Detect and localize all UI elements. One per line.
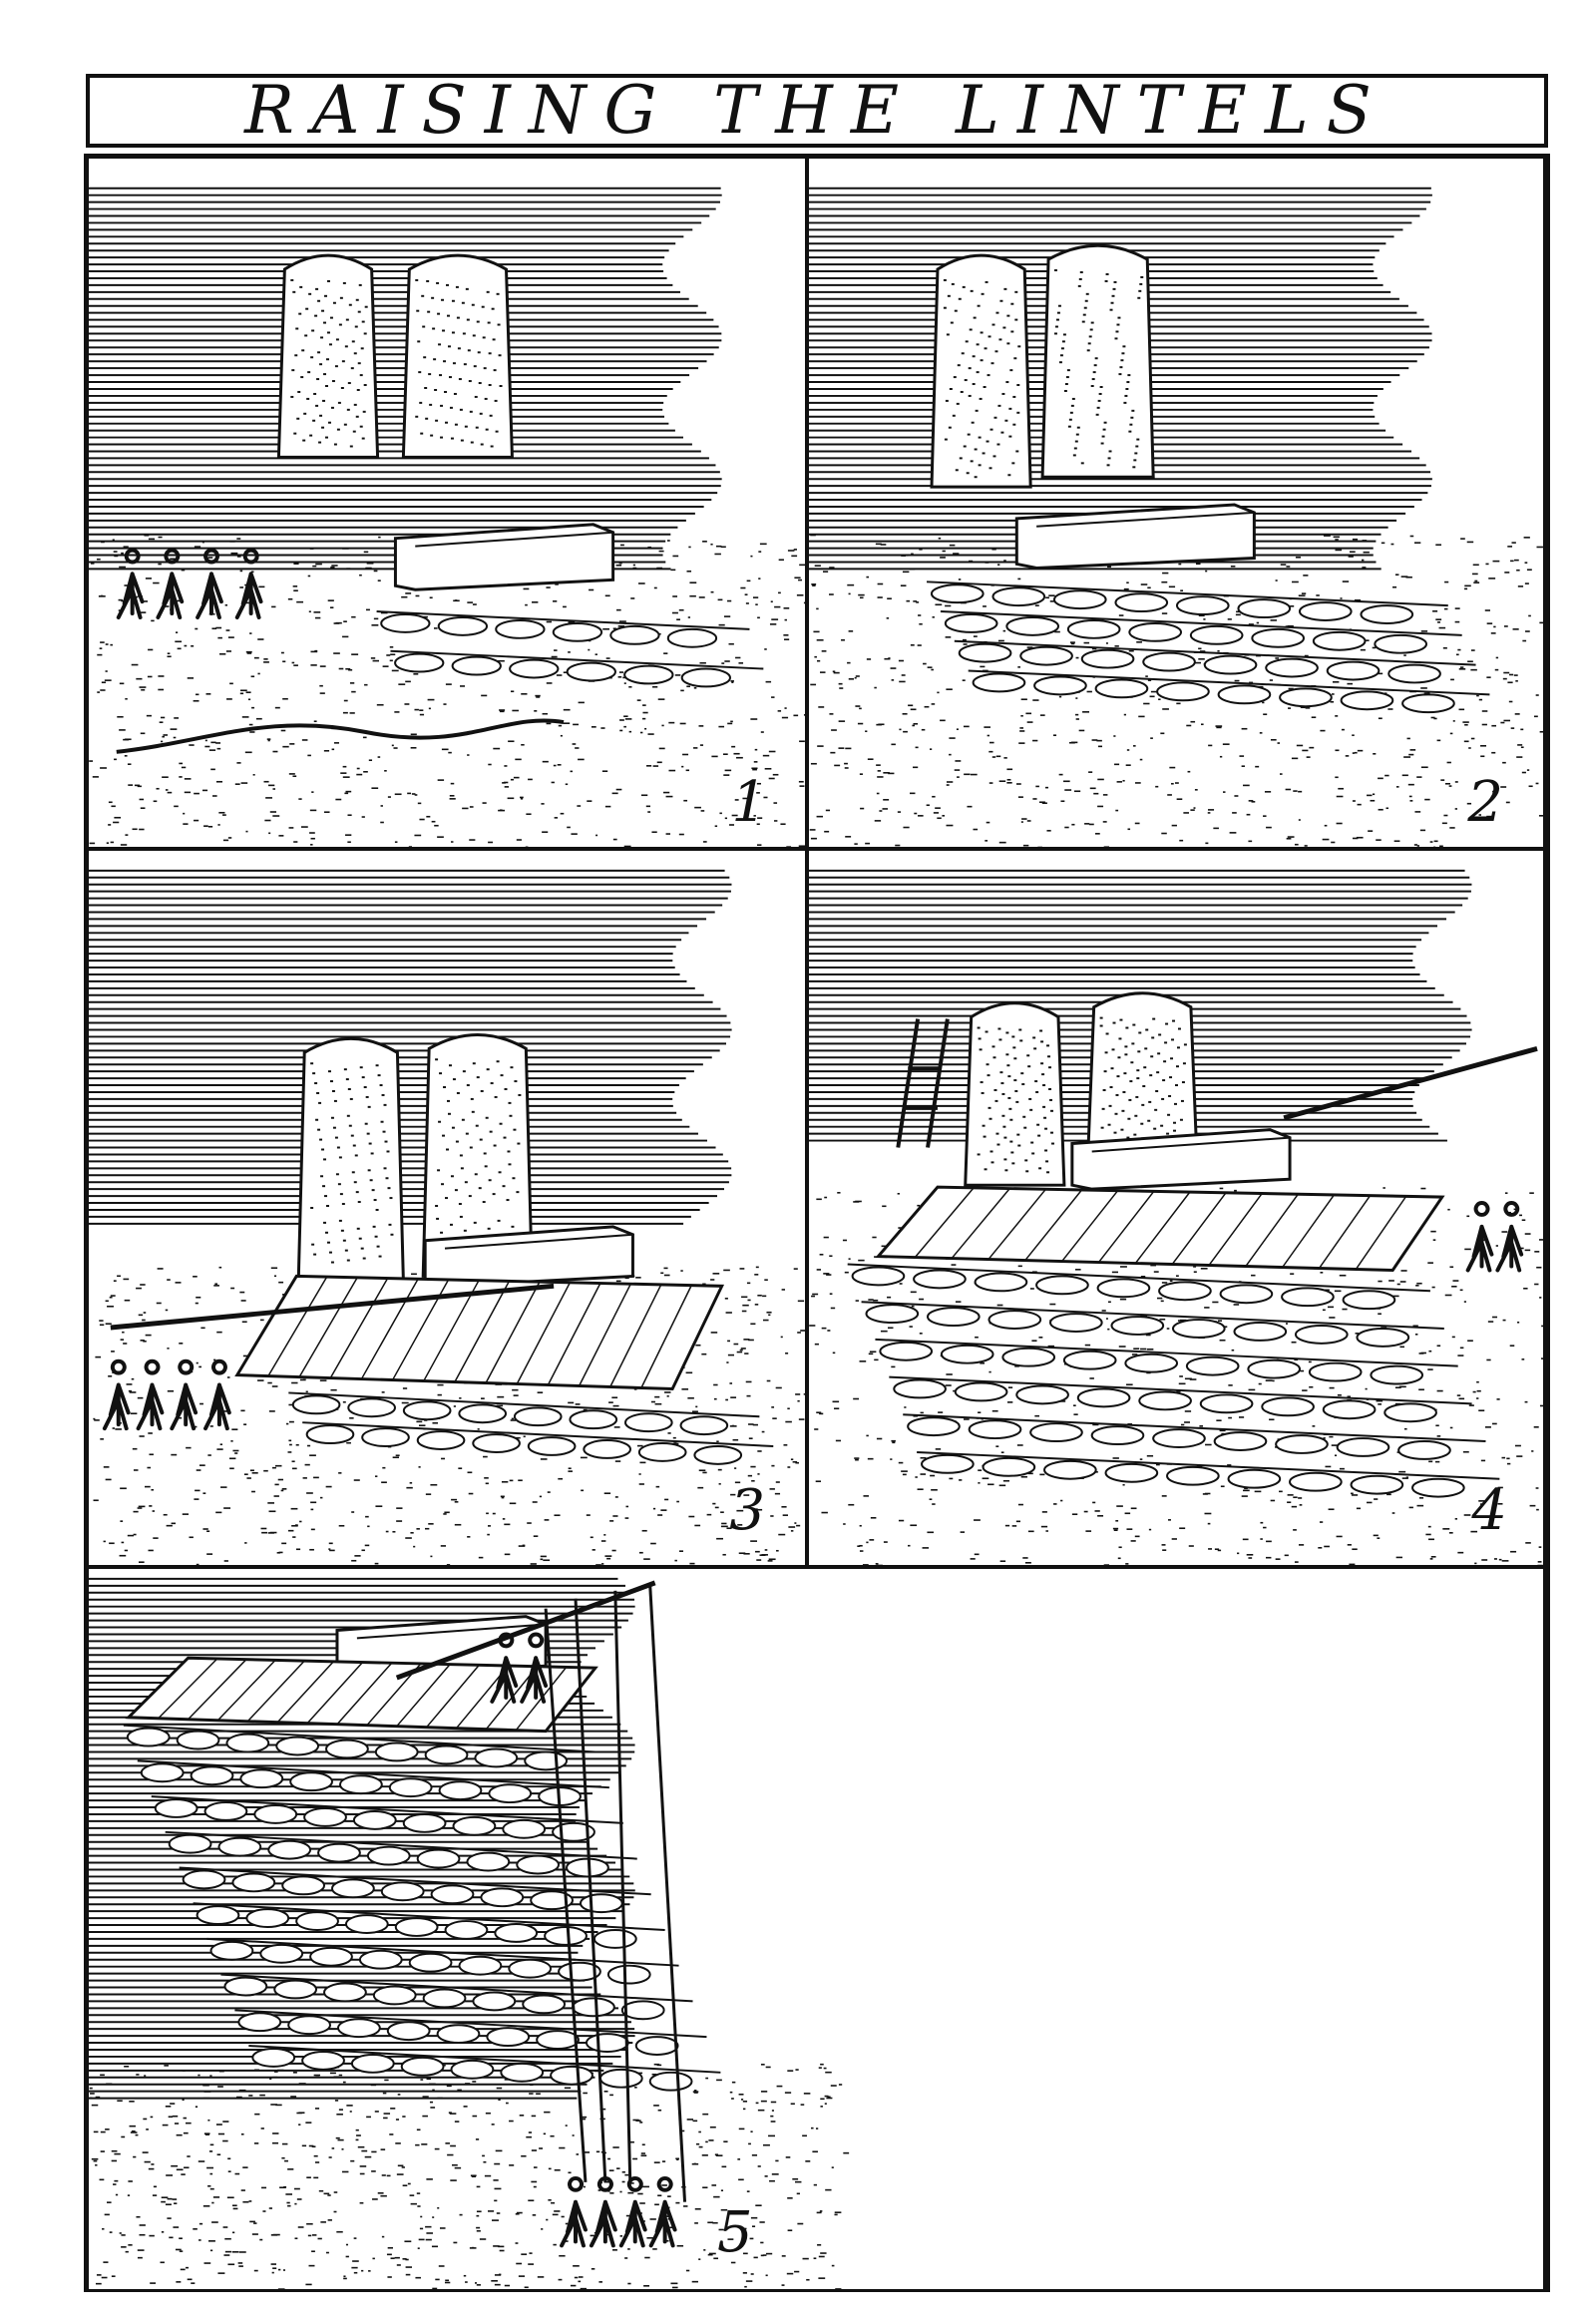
standing-stone-right	[1086, 991, 1199, 1157]
crib-logs	[288, 1391, 774, 1465]
lever-figures	[490, 1632, 549, 1704]
standing-stone-right-texture	[415, 278, 503, 448]
standing-stone-left-texture	[290, 278, 368, 448]
panel-4-drawing	[809, 869, 1543, 1565]
hauling-figures	[116, 548, 263, 619]
timber-platform	[125, 1656, 598, 1734]
panel-1-number: 1	[731, 770, 767, 835]
lever-pole	[1283, 1045, 1538, 1121]
standing-stone-right-texture	[1053, 269, 1144, 469]
timber-platform-planks	[267, 1276, 692, 1388]
panel-3: 3	[86, 848, 808, 1568]
crib-logs	[123, 1724, 721, 2092]
lintel-stone	[393, 523, 615, 591]
lintel-stone-edge	[356, 1623, 547, 1640]
standing-stone-right	[401, 253, 514, 459]
standing-stone-left	[276, 253, 380, 459]
panel-1-drawing	[89, 187, 805, 847]
hanging-figures	[1465, 1201, 1524, 1273]
lintel-stone-edge	[1091, 1136, 1291, 1153]
lintel-stone-edge	[415, 531, 613, 548]
panel-5: 5	[86, 1566, 1546, 2292]
lintel-stone-edge	[444, 1233, 633, 1250]
lintel-stone	[1014, 503, 1256, 570]
standing-stone-right	[421, 1033, 534, 1278]
panel-5-number: 5	[717, 2200, 753, 2265]
page-title: RAISING THE LINTELS	[244, 72, 1389, 149]
crib-logs	[847, 1263, 1500, 1498]
ropes	[544, 1584, 687, 2202]
sky-hatching	[89, 869, 732, 1225]
sky-hatching	[809, 869, 1472, 1142]
panel-4: 4	[806, 848, 1546, 1568]
standing-stone-left	[964, 1001, 1066, 1187]
panel-2: 2	[806, 156, 1546, 850]
panel-2-drawing	[809, 187, 1543, 847]
lever-pole	[395, 1580, 656, 1681]
lever-figures	[102, 1358, 231, 1431]
hanging-figures	[560, 2176, 677, 2248]
ladder	[896, 1018, 950, 1148]
panel-4-number: 4	[1471, 1478, 1507, 1543]
rope	[116, 718, 565, 754]
lintel-stone	[1070, 1128, 1292, 1191]
timber-platform	[875, 1185, 1445, 1272]
lintel-stone-edge	[1036, 511, 1255, 528]
standing-stone-left-texture	[977, 1026, 1054, 1174]
standing-stone-left-texture	[943, 278, 1021, 479]
roller-logs	[376, 610, 764, 688]
ground-stipple	[89, 534, 805, 847]
sky-hatching	[89, 187, 722, 571]
panel-3-number: 3	[729, 1478, 765, 1543]
panel-3-drawing	[89, 869, 805, 1565]
lever-pole	[110, 1283, 555, 1331]
standing-stone-right	[1040, 243, 1155, 479]
crib-logs	[926, 581, 1490, 714]
standing-stone-left	[296, 1037, 405, 1282]
timber-platform-planks	[914, 1187, 1407, 1270]
panel-2-number: 2	[1467, 770, 1503, 835]
ground-stipple	[89, 2063, 850, 2289]
standing-stone-left-texture	[310, 1062, 394, 1264]
panel-5-drawing	[89, 1577, 850, 2289]
panel-1: 1	[86, 156, 808, 850]
standing-stone-left	[930, 253, 1032, 489]
title-banner: RAISING THE LINTELS	[86, 74, 1548, 148]
